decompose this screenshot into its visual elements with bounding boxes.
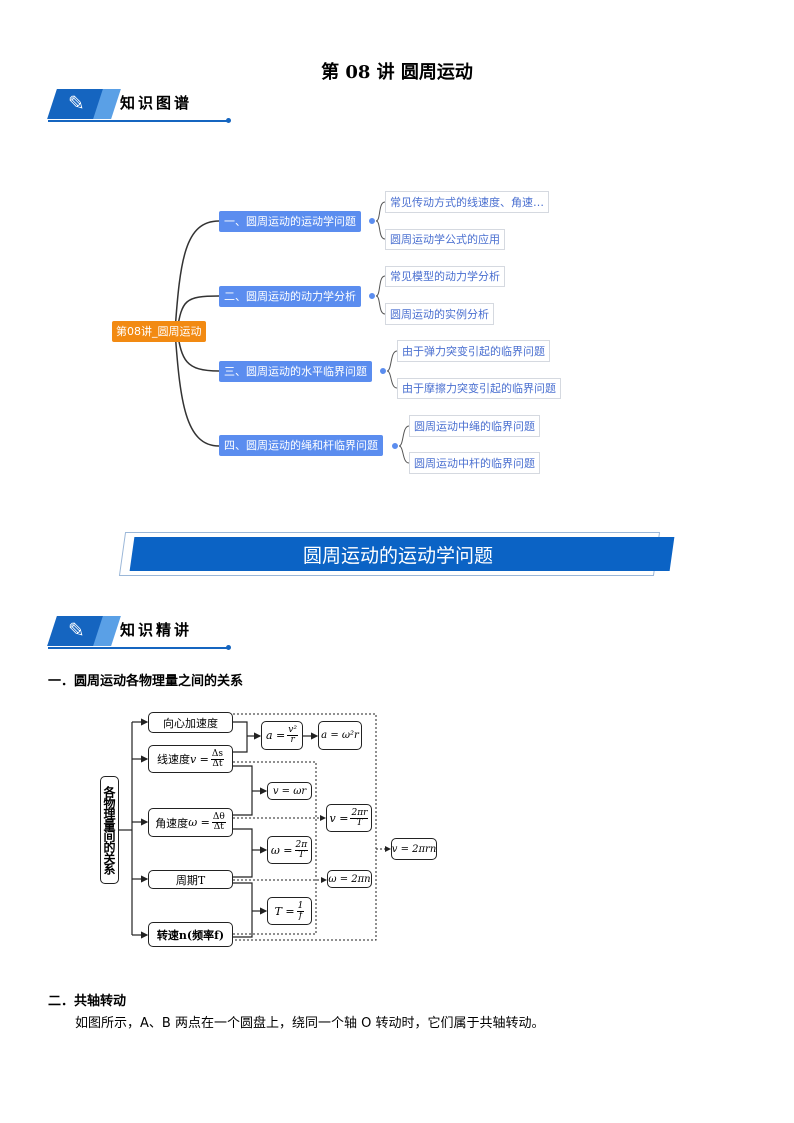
- lhs: ω =: [270, 843, 293, 857]
- den: Δt: [213, 822, 224, 832]
- num: Δθ: [211, 812, 226, 823]
- formula-w-2pin: ω = 2πn: [327, 870, 372, 888]
- lhs: a =: [266, 729, 286, 742]
- box-rotation-speed: 转速n(频率f): [148, 922, 233, 947]
- section-header-knowledge-explain: ✎ 知识精讲: [47, 614, 233, 650]
- label: 线速度: [156, 753, 190, 766]
- paragraph: 如图所示，A、B 两点在一个圆盘上，绕同一个轴 O 转动时，它们属于共轴转动。: [75, 1016, 545, 1031]
- page-title: 第 08 讲 圆周运动: [321, 62, 473, 83]
- collapse-toggle[interactable]: [391, 442, 399, 450]
- notepad-pencil-icon: ✎: [68, 618, 85, 642]
- den: T: [356, 817, 363, 828]
- mindmap-root[interactable]: 第08讲_圆周运动: [112, 321, 206, 342]
- mindmap-leaf[interactable]: 常见模型的动力学分析: [385, 266, 505, 287]
- box-centripetal-acceleration: 向心加速度: [148, 712, 233, 733]
- section-header-knowledge-map: ✎ 知识图谱: [47, 87, 233, 123]
- diagram-root: 各物理量间的关系: [100, 776, 119, 884]
- num: 2πr: [350, 807, 369, 819]
- mindmap-leaf[interactable]: 常见传动方式的线速度、角速…: [385, 191, 549, 213]
- formula-v-2pirn: v = 2πrn: [391, 838, 437, 860]
- num: v²: [287, 725, 298, 736]
- mindmap-leaf[interactable]: 圆周运动学公式的应用: [385, 229, 505, 250]
- mindmap-branch-2[interactable]: 二、圆周运动的动力学分析: [219, 286, 361, 307]
- den: Δt: [212, 758, 223, 769]
- mindmap-leaf[interactable]: 圆周运动中绳的临界问题: [409, 415, 540, 437]
- label: 角速度: [155, 816, 189, 830]
- box-period: 周期T: [148, 870, 233, 889]
- num: Δs: [210, 748, 225, 760]
- mindmap-leaf[interactable]: 由于弹力突变引起的临界问题: [397, 340, 550, 362]
- mindmap-connectors: [174, 201, 410, 464]
- section-label: 知识图谱: [120, 94, 193, 112]
- mindmap-branch-1[interactable]: 一、圆周运动的运动学问题: [219, 211, 361, 232]
- formula-a-w2r: a = ω²r: [318, 721, 362, 750]
- mindmap-leaf[interactable]: 圆周运动中杆的临界问题: [409, 452, 540, 474]
- banner-title: 圆周运动的运动学问题: [302, 545, 493, 567]
- collapse-toggle[interactable]: [368, 217, 376, 225]
- formula-v-wr: v = ωr: [267, 782, 312, 800]
- mindmap-leaf[interactable]: 由于摩擦力突变引起的临界问题: [397, 378, 561, 399]
- collapse-toggle[interactable]: [368, 292, 376, 300]
- lhs: v =: [329, 811, 349, 825]
- section-label: 知识精讲: [120, 621, 193, 639]
- den: T: [298, 849, 305, 860]
- num: 1: [296, 900, 305, 912]
- var: v =: [189, 752, 209, 766]
- num: 2π: [294, 839, 309, 851]
- den: f: [298, 910, 303, 921]
- mindmap-branch-4[interactable]: 四、圆周运动的绳和杆临界问题: [219, 435, 383, 456]
- heading-2: 二．共轴转动: [48, 994, 127, 1009]
- notepad-pencil-icon: ✎: [68, 91, 85, 115]
- mindmap-branch-3[interactable]: 三、圆周运动的水平临界问题: [219, 361, 372, 382]
- topic-banner: 圆周运动的运动学问题: [118, 532, 675, 578]
- var: ω =: [188, 816, 210, 829]
- lhs: T =: [274, 904, 295, 918]
- heading-1: 一．圆周运动各物理量之间的关系: [48, 674, 244, 689]
- collapse-toggle[interactable]: [379, 367, 387, 375]
- mindmap-leaf[interactable]: 圆周运动的实例分析: [385, 303, 494, 325]
- diagram-connectors: [118, 713, 391, 941]
- den: r: [290, 735, 295, 745]
